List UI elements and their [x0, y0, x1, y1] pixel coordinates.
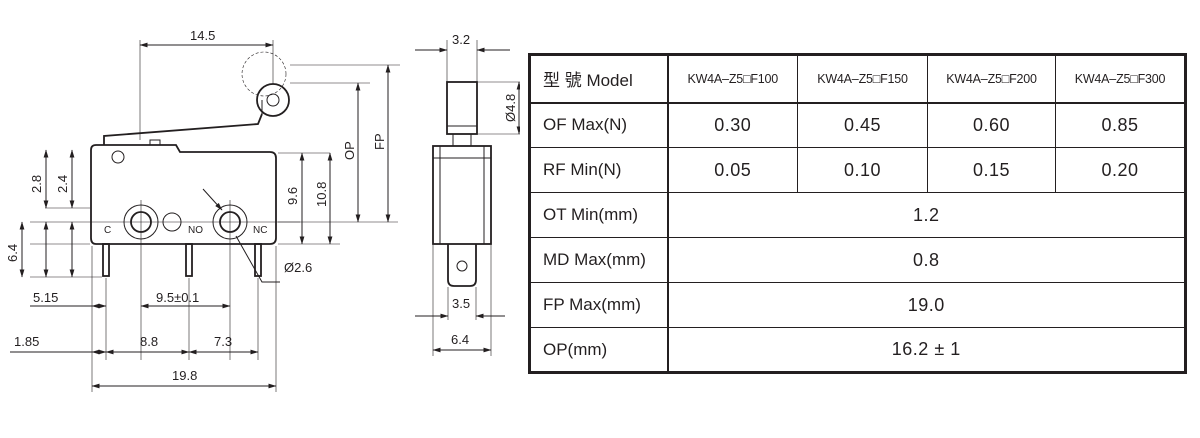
table-header-row: 型 號 Model KW4A–Z5□F100 KW4A–Z5□F150 KW4A…	[529, 54, 1186, 104]
row-label-of: OF Max(N)	[529, 102, 669, 148]
table-row: OP(mm) 16.2 ± 1	[529, 327, 1186, 373]
cell-rf-4: 0.20	[1055, 147, 1186, 193]
dim-8-8: 8.8	[140, 334, 158, 349]
dim-6-4-bottom: 6.4	[451, 332, 469, 347]
dim-9-6: 9.6	[285, 187, 300, 205]
row-label-fp: FP Max(mm)	[529, 282, 669, 328]
dim-op: OP	[342, 141, 357, 160]
terminal-tab-side	[447, 244, 477, 287]
side-view: 3.2 Ø4.8 3.5 6.4	[415, 32, 520, 356]
dim-3-5: 3.5	[452, 296, 470, 311]
terminal-nc-label: NC	[253, 225, 267, 236]
header-model-label: 型 號 Model	[529, 54, 669, 104]
technical-drawing: C NO NC 14.5 OP FP 9.6	[5, 28, 520, 392]
cell-fp: 19.0	[667, 282, 1186, 328]
table-row: MD Max(mm) 0.8	[529, 237, 1186, 283]
cell-of-4: 0.85	[1055, 102, 1186, 148]
dim-9-5: 9.5±0.1	[156, 290, 199, 305]
terminal-c	[102, 243, 110, 277]
dim-2-4: 2.4	[55, 175, 70, 193]
header-model-3: KW4A–Z5□F200	[927, 54, 1056, 104]
dim-6-4-left: 6.4	[5, 244, 20, 262]
dim-19-8: 19.8	[172, 368, 197, 383]
cell-rf-2: 0.10	[797, 147, 928, 193]
header-model-1: KW4A–Z5□F100	[667, 54, 798, 104]
dim-7-3: 7.3	[214, 334, 232, 349]
cell-op: 16.2 ± 1	[667, 327, 1186, 373]
table-row: RF Min(N) 0.05 0.10 0.15 0.20	[529, 147, 1186, 193]
cell-ot: 1.2	[667, 192, 1186, 238]
cell-of-3: 0.60	[927, 102, 1056, 148]
row-label-ot: OT Min(mm)	[529, 192, 669, 238]
switch-body	[90, 144, 277, 245]
terminal-nc	[254, 243, 262, 277]
terminal-no	[185, 243, 193, 277]
front-view: C NO NC 14.5 OP FP 9.6	[5, 28, 400, 392]
cell-rf-1: 0.05	[667, 147, 798, 193]
cell-md: 0.8	[667, 237, 1186, 283]
dim-fp: FP	[372, 133, 387, 150]
spec-table: 型 號 Model KW4A–Z5□F100 KW4A–Z5□F150 KW4A…	[528, 53, 1187, 374]
row-label-md: MD Max(mm)	[529, 237, 669, 283]
cell-rf-3: 0.15	[927, 147, 1056, 193]
dim-2-8: 2.8	[29, 175, 44, 193]
dim-10-8: 10.8	[314, 182, 329, 207]
table-row: OT Min(mm) 1.2	[529, 192, 1186, 238]
dim-dia-2-6: Ø2.6	[284, 260, 312, 275]
dim-5-15: 5.15	[33, 290, 58, 305]
row-label-rf: RF Min(N)	[529, 147, 669, 193]
roller-lever	[103, 113, 263, 145]
roller-free-position	[241, 51, 287, 97]
terminal-no-label: NO	[188, 225, 203, 236]
row-label-op: OP(mm)	[529, 327, 669, 373]
dim-1-85: 1.85	[14, 334, 39, 349]
table-row: FP Max(mm) 19.0	[529, 282, 1186, 328]
dim-dia-4-8: Ø4.8	[503, 94, 518, 122]
cell-of-1: 0.30	[667, 102, 798, 148]
header-model-2: KW4A–Z5□F150	[797, 54, 928, 104]
dim-3-2: 3.2	[452, 32, 470, 47]
body-side	[432, 145, 492, 245]
header-model-4: KW4A–Z5□F300	[1055, 54, 1186, 104]
cell-of-2: 0.45	[797, 102, 928, 148]
table-row: OF Max(N) 0.30 0.45 0.60 0.85	[529, 102, 1186, 148]
dim-14-5: 14.5	[190, 28, 215, 43]
terminal-c-label: C	[104, 225, 111, 236]
